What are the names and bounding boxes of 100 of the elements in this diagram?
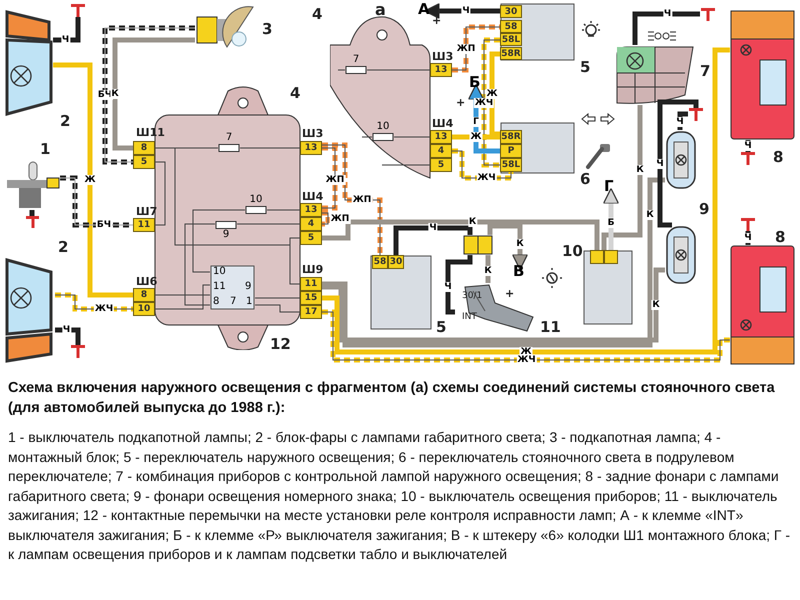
wire bbox=[452, 134, 500, 140]
pin-number: 1 bbox=[246, 296, 252, 307]
text-label: + bbox=[432, 14, 442, 27]
pin-terminal: 30 bbox=[500, 5, 522, 18]
terminal-letter: А bbox=[418, 0, 430, 18]
pin-terminal: 58R bbox=[500, 47, 522, 60]
callout-number: 5 bbox=[436, 318, 446, 336]
wire-label: Ч bbox=[662, 9, 672, 19]
fuse-number: 7 bbox=[224, 132, 234, 143]
pin-terminal: 8 bbox=[133, 288, 155, 302]
wire bbox=[102, 26, 196, 164]
callout-number: 6 bbox=[580, 170, 590, 188]
callout-number: 1 bbox=[40, 140, 50, 158]
wire-label: Ж bbox=[469, 132, 483, 142]
wire bbox=[322, 48, 730, 354]
wire bbox=[446, 255, 472, 314]
pin-terminal: 13 bbox=[430, 130, 452, 144]
terminal-letter: В bbox=[513, 262, 524, 280]
text-label: Ш4 bbox=[432, 117, 454, 130]
callout-number: 2 bbox=[60, 112, 70, 130]
terminal-letter: Г bbox=[604, 177, 614, 195]
pin-number: 10 bbox=[213, 266, 226, 277]
wire-label: К bbox=[110, 89, 120, 99]
callout-number: 2 bbox=[58, 238, 68, 256]
wire bbox=[482, 38, 500, 168]
wire bbox=[55, 328, 80, 345]
wire bbox=[30, 210, 34, 216]
callout-number: 8 bbox=[775, 228, 786, 246]
pin-number: 7 bbox=[230, 296, 236, 307]
wire bbox=[322, 210, 330, 226]
arrow bbox=[488, 224, 528, 270]
wire-label: К bbox=[645, 210, 655, 220]
text-label: + bbox=[456, 96, 466, 109]
text-label: Ш9 bbox=[302, 263, 324, 276]
wire-label: ЖП bbox=[352, 195, 372, 205]
wire bbox=[486, 255, 490, 283]
fuse-number: 9 bbox=[222, 229, 230, 240]
wire bbox=[602, 105, 642, 250]
pin-number: 11 bbox=[213, 281, 226, 292]
pin-terminal: 17 bbox=[300, 305, 322, 319]
wire-label: Ч bbox=[443, 282, 453, 292]
wire bbox=[452, 148, 514, 180]
pin-terminal: 58L bbox=[500, 33, 522, 46]
pin-number: 9 bbox=[245, 281, 252, 292]
wire-label: К bbox=[515, 239, 525, 249]
callout-number: 4 bbox=[312, 5, 322, 23]
wire bbox=[746, 231, 750, 245]
wire-label: Ч bbox=[461, 6, 471, 16]
wire bbox=[54, 292, 134, 312]
callout-number: 10 bbox=[562, 242, 583, 260]
pin-number: 8 bbox=[213, 296, 220, 307]
pin-terminal bbox=[590, 250, 604, 264]
wire bbox=[658, 100, 698, 228]
wire bbox=[184, 224, 216, 306]
wire-label: К bbox=[635, 165, 645, 175]
arrow bbox=[602, 188, 620, 250]
wire-label: ЖП bbox=[456, 44, 476, 54]
arrow bbox=[468, 84, 500, 154]
text-label: Ш4 bbox=[302, 190, 324, 203]
text-label: + bbox=[505, 287, 514, 300]
pin-terminal: 8 bbox=[133, 141, 155, 155]
callout-number: 4 bbox=[290, 84, 300, 102]
text-label: Ш3 bbox=[302, 127, 324, 140]
wire bbox=[394, 136, 430, 138]
wire-label: Ч bbox=[62, 325, 72, 335]
wire bbox=[154, 284, 210, 310]
pin-terminal: 58 bbox=[500, 20, 522, 33]
wire bbox=[322, 268, 665, 342]
pin-terminal: P bbox=[500, 144, 522, 158]
pin-terminal: 58L bbox=[500, 158, 522, 172]
wire bbox=[192, 210, 246, 272]
text-label: INT bbox=[462, 312, 477, 322]
wire-label: ЖЧ bbox=[94, 304, 114, 314]
wire bbox=[154, 294, 210, 296]
pin-terminal: 4 bbox=[430, 144, 452, 158]
wire-label: Ж bbox=[83, 175, 97, 185]
wire bbox=[632, 12, 700, 45]
wire-label: К bbox=[468, 217, 478, 227]
pin-terminal: 5 bbox=[300, 231, 322, 245]
pin-terminal: 13 bbox=[300, 203, 322, 217]
wire bbox=[290, 238, 300, 284]
diagram-title: Схема включения наружного освещения с фрагментом (а) схемы соединений системы стояночного света (для автомобилей выпуска до 1988 г.): bbox=[8, 379, 776, 418]
pin-terminal: 13 bbox=[430, 63, 452, 77]
callout-number: 3 bbox=[262, 20, 272, 38]
callout-number: 11 bbox=[540, 318, 561, 336]
pin-terminal: 15 bbox=[300, 291, 322, 305]
wire bbox=[60, 176, 134, 228]
wire bbox=[322, 178, 665, 348]
wire-label: Г bbox=[472, 116, 480, 126]
callout-number: 7 bbox=[700, 62, 710, 80]
pin-terminal: 10 bbox=[133, 302, 155, 316]
wire-label: ЖЧ bbox=[476, 173, 497, 183]
pin-terminal: 13 bbox=[300, 141, 322, 155]
caption: 1 - выключатель подкапотной лампы; 2 - блок-фары с лампами габаритного света; 3 - подкапотная лампа; 4 - монтажный блок; 5 - переключатель наружного освещения; 6 - переключатель стояночного света в подрулевом переключателе; 7 - комбинация приборов с контрольной лампой наружного освещения; 8 - задние фонари с лампами габаритного света; 9 - фонари освещения номерного знака; 10 - выключатель освещения приборов; 11 - выключатель зажигания; 12 - контактные перемычки на месте установки реле контроля исправности ламп; А - к клемме «INT» выключателя зажигания; Б - к клемме «Р» выключателя зажигания; В - к штекеру «6» колодки Ш1 монтажного блока; Г - к лампам освещения приборов и к лампам подсветки табло и выключателей bbox=[8, 428, 792, 564]
pin-terminal: 11 bbox=[133, 218, 155, 232]
wire bbox=[154, 162, 166, 226]
wire-label: Ж bbox=[485, 89, 499, 99]
wire-label: Ч bbox=[655, 158, 665, 168]
fuse-number: 10 bbox=[248, 194, 264, 205]
wire bbox=[394, 226, 472, 255]
